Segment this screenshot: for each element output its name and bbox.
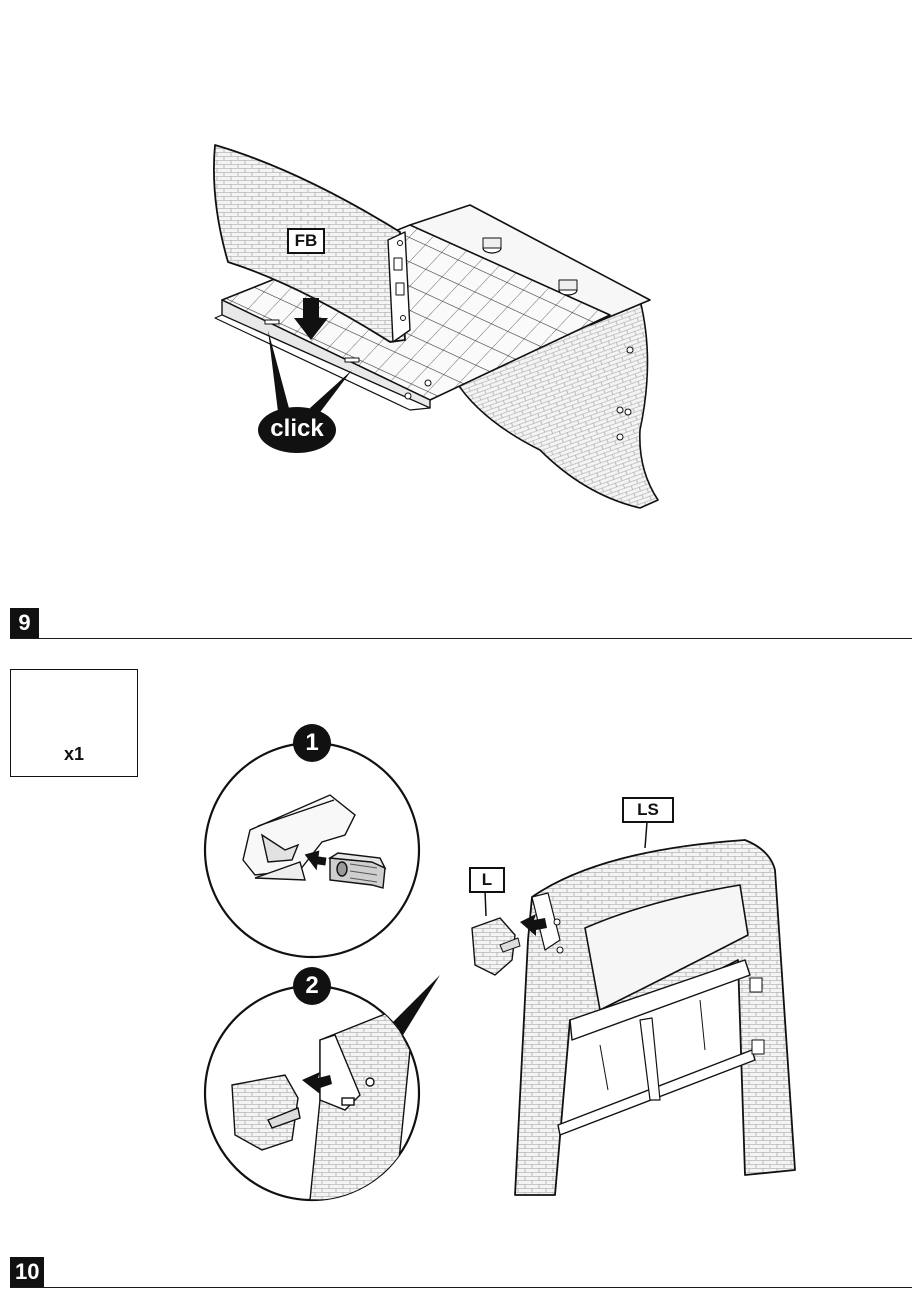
part-label-ls: LS (622, 797, 674, 823)
step-number: 10 (10, 1257, 44, 1287)
parts-quantity: x1 (11, 744, 137, 765)
part-label-l: L (469, 867, 505, 893)
step-9-header: 9 (10, 608, 912, 639)
part-label-fb: FB (287, 228, 325, 254)
step-number: 9 (10, 608, 39, 638)
step-10-header: 10 (10, 1257, 912, 1288)
seat-frame-illustration (214, 145, 658, 508)
detail-view-2 (205, 975, 440, 1200)
detail-view-1 (205, 743, 419, 957)
callout-1: 1 (293, 724, 331, 762)
side-frame-illustration (472, 822, 795, 1195)
click-badge: click (258, 407, 336, 453)
parts-box: x1 (10, 669, 138, 777)
callout-2: 2 (293, 967, 331, 1005)
